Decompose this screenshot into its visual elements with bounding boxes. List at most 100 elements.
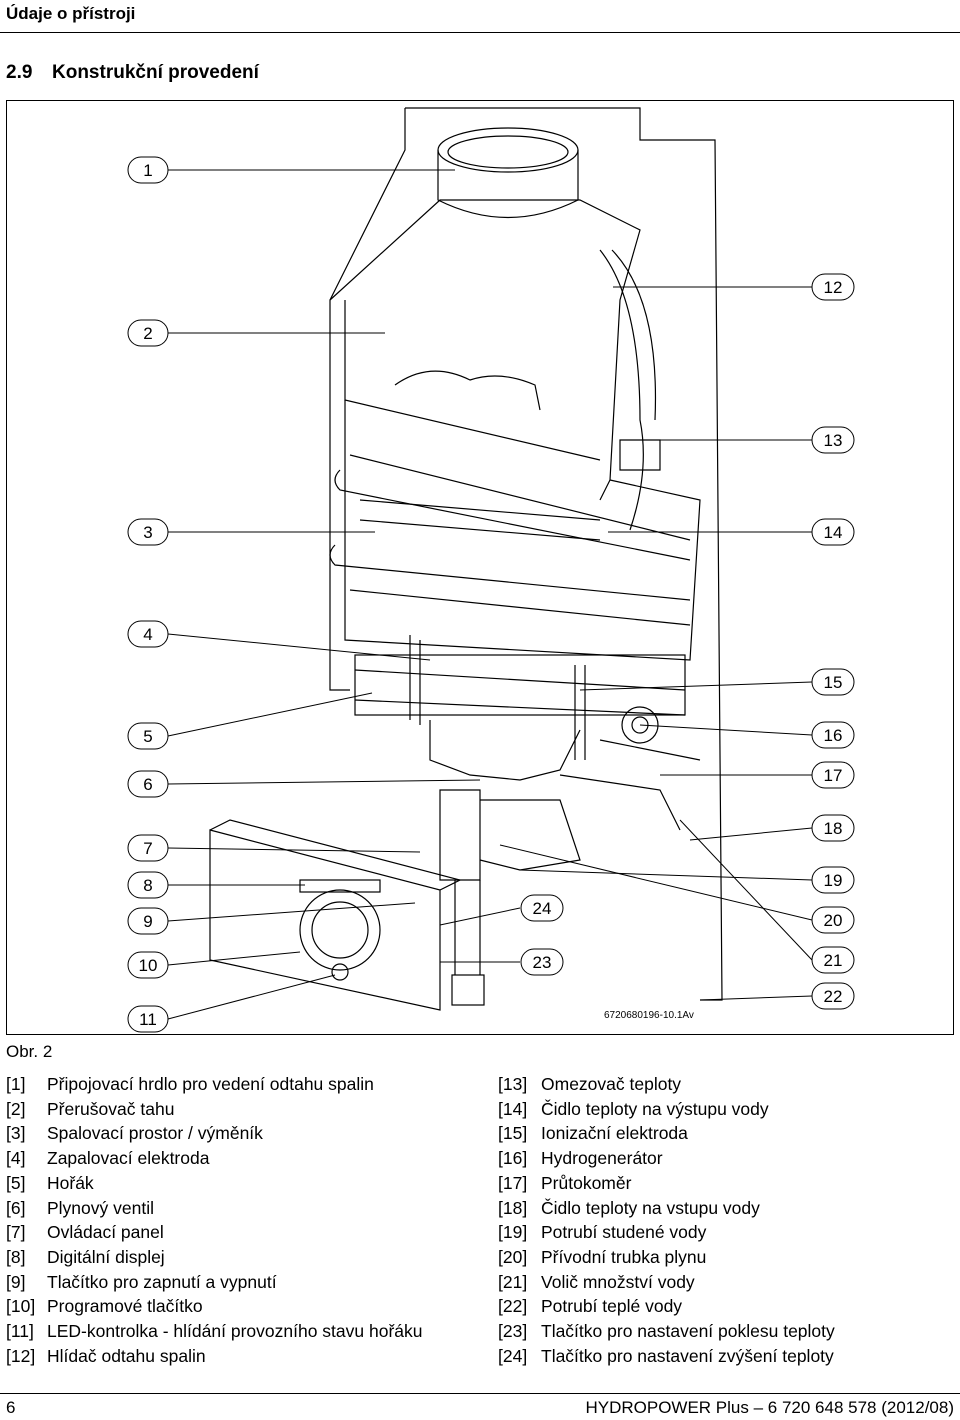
callout-label: 14 [824, 523, 843, 542]
section-number: 2.9 [6, 62, 33, 83]
legend-text: Potrubí teplé vody [541, 1296, 683, 1317]
legend-item: [21]Volič množství vody [498, 1270, 835, 1295]
callout-box [811, 906, 855, 934]
callout-label: 22 [824, 987, 843, 1006]
legend-item: [1]Připojovací hrdlo pro vedení odtahu s… [6, 1072, 422, 1097]
legend-item: [8] Digitální displej [6, 1245, 422, 1270]
legend-index: [18] [498, 1197, 528, 1218]
callout-box [127, 907, 169, 935]
callout-22: 22 [811, 982, 855, 1010]
legend-item: [5] Hořák [6, 1171, 422, 1196]
legend-item: [10]Programové tlačítko [6, 1294, 422, 1319]
legend-index: [3] [6, 1123, 26, 1144]
callout-box [127, 951, 169, 979]
callout-13: 13 [811, 426, 855, 454]
legend-index: [24] [498, 1345, 528, 1366]
legend-item: [20]Přívodní trubka plynu [498, 1245, 835, 1270]
legend-right: [13]Omezovač teploty[14]Čidlo teploty na… [498, 1072, 835, 1368]
legend-text: Průtokoměr [541, 1172, 632, 1193]
callout-label: 7 [143, 839, 152, 858]
legend-item: [12]Hlídač odtahu spalin [6, 1344, 422, 1369]
callout-label: 11 [139, 1010, 157, 1029]
legend-index: [9] [6, 1271, 26, 1292]
callout-label: 3 [143, 523, 152, 542]
legend-index: [6] [6, 1197, 26, 1218]
callout-label: 16 [824, 726, 843, 745]
legend-text: Plynový ventil [47, 1197, 154, 1218]
legend-index: [14] [498, 1098, 528, 1119]
legend-index: [5] [6, 1172, 26, 1193]
legend-left: [1]Připojovací hrdlo pro vedení odtahu s… [6, 1072, 422, 1368]
callout-14: 14 [811, 518, 855, 546]
legend-text: Tlačítko pro zapnutí a vypnutí [47, 1271, 277, 1292]
legend-index: [17] [498, 1172, 528, 1193]
legend-item: [4]Zapalovací elektroda [6, 1146, 422, 1171]
legend-text: Hydrogenerátor [541, 1148, 663, 1169]
legend-text: Ionizační elektroda [541, 1123, 688, 1144]
callout-5: 5 [127, 722, 169, 750]
callout-box [811, 273, 855, 301]
callout-box [127, 871, 169, 899]
legend-index: [8] [6, 1246, 26, 1267]
legend-item: [9] Tlačítko pro zapnutí a vypnutí [6, 1270, 422, 1295]
legend-item: [18]Čidlo teploty na vstupu vody [498, 1196, 835, 1221]
callout-label: 2 [143, 324, 152, 343]
callout-7: 7 [127, 834, 169, 862]
section-title: Konstrukční provedení [52, 62, 259, 83]
legend-text: Čidlo teploty na výstupu vody [541, 1098, 769, 1119]
callout-6: 6 [127, 770, 169, 798]
footer-title: HYDROPOWER Plus – 6 720 648 578 (2012/08… [585, 1398, 954, 1417]
legend-item: [23]Tlačítko pro nastavení poklesu teplo… [498, 1319, 835, 1344]
legend-text: LED-kontrolka - hlídání provozního stavu… [47, 1321, 423, 1342]
callout-label: 17 [824, 766, 843, 785]
callout-box [811, 761, 855, 789]
footer-rule [0, 1393, 960, 1394]
callout-label: 13 [824, 431, 843, 450]
header-rule [0, 32, 960, 33]
legend-index: [21] [498, 1271, 528, 1292]
legend-item: [15]Ionizační elektroda [498, 1121, 835, 1146]
legend-text: Tlačítko pro nastavení zvýšení teploty [541, 1345, 834, 1366]
callout-box [811, 814, 855, 842]
callout-label: 6 [143, 775, 152, 794]
legend-text: Potrubí studené vody [541, 1222, 707, 1243]
legend-item: [22] Potrubí teplé vody [498, 1294, 835, 1319]
legend-index: [11] [6, 1321, 34, 1342]
legend-text: Hořák [47, 1172, 94, 1193]
legend-index: [1] [6, 1074, 26, 1094]
legend-index: [22] [498, 1296, 528, 1317]
callout-label: 5 [143, 727, 152, 746]
callout-4: 4 [127, 620, 169, 648]
callout-18: 18 [811, 814, 855, 842]
callout-box [520, 894, 564, 922]
legend-item: [14] Čidlo teploty na výstupu vody [498, 1097, 835, 1122]
callout-1: 1 [127, 156, 169, 184]
callout-box [811, 518, 855, 546]
callout-box [127, 1005, 169, 1033]
legend-text: Digitální displej [47, 1246, 165, 1267]
callout-box [811, 721, 855, 749]
page-number: 6 [6, 1398, 16, 1417]
callout-box [520, 948, 564, 976]
section-heading: 2.9 Konstrukční provedení [6, 62, 259, 84]
callout-label: 23 [533, 953, 552, 972]
legend-item: [7]Ovládací panel [6, 1220, 422, 1245]
legend-text: Tlačítko pro nastavení poklesu teploty [541, 1321, 835, 1342]
callout-box [127, 722, 169, 750]
legend-item: [3]Spalovací prostor / výměník [6, 1121, 422, 1146]
legend-index: [2] [6, 1098, 26, 1119]
callout-2: 2 [127, 319, 169, 347]
callout-box [127, 834, 169, 862]
callout-16: 16 [811, 721, 855, 749]
callout-box [811, 866, 855, 894]
callout-19: 19 [811, 866, 855, 894]
callout-23: 23 [520, 948, 564, 976]
legend-text: Omezovač teploty [541, 1074, 682, 1094]
callout-label: 18 [824, 819, 843, 838]
legend-text: Hlídač odtahu spalin [47, 1345, 206, 1366]
callout-box [127, 319, 169, 347]
legend-item: [19]Potrubí studené vody [498, 1220, 835, 1245]
callout-3: 3 [127, 518, 169, 546]
callout-box [127, 518, 169, 546]
